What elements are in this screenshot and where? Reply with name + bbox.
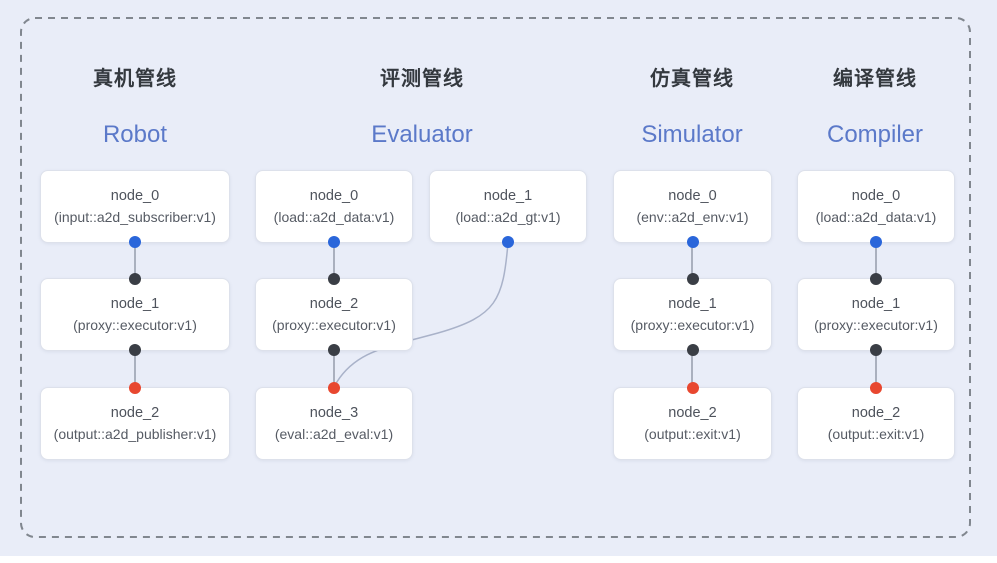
node-card-compiler-node1: node_1 (proxy::executor:v1) [797, 273, 955, 356]
output-port-dot [870, 236, 882, 248]
node-card-compiler-node0: node_0 (load::a2d_data:v1) [797, 170, 955, 248]
node-name: node_1 [668, 296, 717, 312]
node-type: (proxy::executor:v1) [630, 317, 755, 333]
node-card-robot-node2: node_2 (output::a2d_publisher:v1) [40, 382, 230, 460]
pipeline-title-en-robot: Robot [102, 121, 168, 148]
pipeline-title-en-evaluator: Evaluator [371, 121, 473, 148]
node-name: node_0 [110, 188, 160, 204]
output-port-dot [686, 236, 699, 248]
input-port-dot [328, 382, 340, 394]
output-port-dot [870, 344, 882, 356]
node-type: (env::a2d_env:v1) [636, 209, 749, 225]
node-name: node_1 [110, 296, 160, 312]
node-name: node_2 [110, 405, 160, 421]
node-card-compiler-node2: node_2 (output::exit:v1) [797, 382, 955, 460]
pipeline-title-zh-evaluator: 评测管线 [380, 68, 464, 90]
node-name: node_0 [309, 188, 359, 204]
input-port-dot [870, 382, 882, 394]
input-port-dot [328, 273, 340, 285]
node-type: (output::exit:v1) [644, 426, 741, 442]
node-card-simulator-node0: node_0 (env::a2d_env:v1) [613, 170, 772, 248]
node-type: (input::a2d_subscriber:v1) [54, 209, 216, 225]
node-name: node_0 [851, 188, 901, 204]
node-card-evaluator-node0: node_0 (load::a2d_data:v1) [255, 170, 413, 248]
output-port-dot [129, 236, 141, 248]
output-port-dot [328, 236, 340, 248]
node-name: node_2 [309, 296, 359, 312]
node-name: node_0 [668, 188, 717, 204]
pipeline-title-zh-robot: 真机管线 [93, 68, 177, 90]
node-name: node_1 [851, 296, 901, 312]
node-name: node_2 [668, 405, 717, 421]
output-port-dot [502, 236, 514, 248]
node-type: (output::exit:v1) [827, 426, 925, 442]
output-port-dot [129, 344, 141, 356]
pipeline-title-zh-compiler: 编译管线 [833, 68, 917, 90]
node-type: (output::a2d_publisher:v1) [53, 426, 217, 442]
edge-evaluator-n1-n3-curve [333, 242, 509, 388]
node-type: (proxy::executor:v1) [814, 317, 938, 333]
input-port-dot [686, 382, 699, 394]
node-card-simulator-node2: node_2 (output::exit:v1) [613, 382, 772, 460]
node-type: (load::a2d_data:v1) [815, 209, 937, 225]
node-type: (eval::a2d_eval:v1) [274, 426, 394, 442]
dashed-container-border [20, 17, 971, 538]
input-port-dot [870, 273, 882, 285]
node-card-robot-node0: node_0 (input::a2d_subscriber:v1) [40, 170, 230, 248]
node-name: node_1 [483, 188, 533, 204]
output-port-dot [686, 344, 699, 356]
node-card-robot-node1: node_1 (proxy::executor:v1) [40, 273, 230, 356]
pipeline-title-zh-simulator: 仿真管线 [650, 68, 734, 90]
bottom-white-strip [0, 556, 997, 563]
node-card-evaluator-node1: node_1 (load::a2d_gt:v1) [429, 170, 587, 248]
node-name: node_3 [309, 405, 359, 421]
pipeline-title-en-compiler: Compiler [826, 121, 924, 148]
node-type: (load::a2d_data:v1) [273, 209, 395, 225]
input-port-dot [129, 273, 141, 285]
pipeline-title-en-simulator: Simulator [641, 121, 743, 148]
output-port-dot [328, 344, 340, 356]
input-port-dot [686, 273, 699, 285]
node-card-evaluator-node3: node_3 (eval::a2d_eval:v1) [255, 382, 413, 460]
node-name: node_2 [851, 405, 901, 421]
node-type: (proxy::executor:v1) [73, 317, 197, 333]
node-type: (load::a2d_gt:v1) [455, 209, 561, 225]
node-card-simulator-node1: node_1 (proxy::executor:v1) [613, 273, 772, 356]
node-card-evaluator-node2: node_2 (proxy::executor:v1) [255, 273, 413, 356]
input-port-dot [129, 382, 141, 394]
node-type: (proxy::executor:v1) [272, 317, 396, 333]
